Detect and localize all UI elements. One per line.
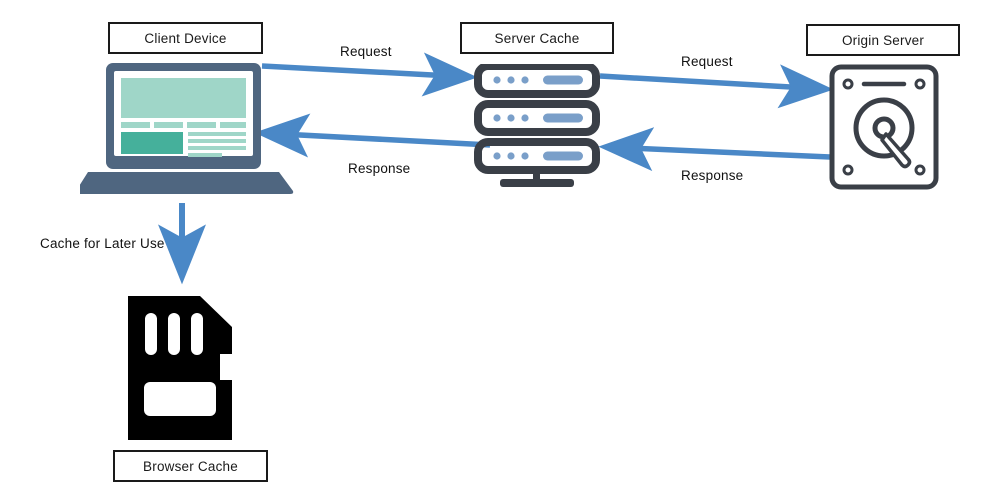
edge-label-request-client-server: Request bbox=[340, 44, 392, 59]
laptop-icon bbox=[75, 60, 305, 195]
edge-label-request-server-origin: Request bbox=[681, 54, 733, 69]
server-stack-icon bbox=[470, 62, 605, 189]
node-label-browser-cache-text: Browser Cache bbox=[143, 458, 238, 474]
server-unit-1 bbox=[474, 62, 600, 98]
edge-label-response-origin-server: Response bbox=[681, 168, 744, 183]
node-label-origin-server: Origin Server bbox=[806, 24, 960, 56]
node-label-server-cache-text: Server Cache bbox=[494, 30, 580, 46]
arrow-request-client-to-server bbox=[261, 52, 478, 97]
arrow-request-server-to-origin bbox=[599, 64, 834, 109]
sd-card-icon bbox=[128, 296, 256, 440]
node-label-server-cache: Server Cache bbox=[460, 22, 614, 54]
edge-label-response-server-client: Response bbox=[348, 161, 411, 176]
node-label-browser-cache: Browser Cache bbox=[113, 450, 268, 482]
hard-disk-icon bbox=[828, 63, 940, 191]
node-label-origin-server-text: Origin Server bbox=[841, 32, 925, 48]
node-label-client-device-text: Client Device bbox=[144, 30, 227, 46]
node-label-client-device: Client Device bbox=[108, 22, 263, 54]
server-unit-2 bbox=[474, 100, 600, 136]
arrow-response-server-to-client bbox=[254, 113, 491, 158]
server-unit-3 bbox=[474, 138, 600, 174]
edge-label-cache-for-later-use: Cache for Later Use bbox=[40, 236, 165, 251]
arrow-response-origin-to-server bbox=[598, 127, 831, 172]
